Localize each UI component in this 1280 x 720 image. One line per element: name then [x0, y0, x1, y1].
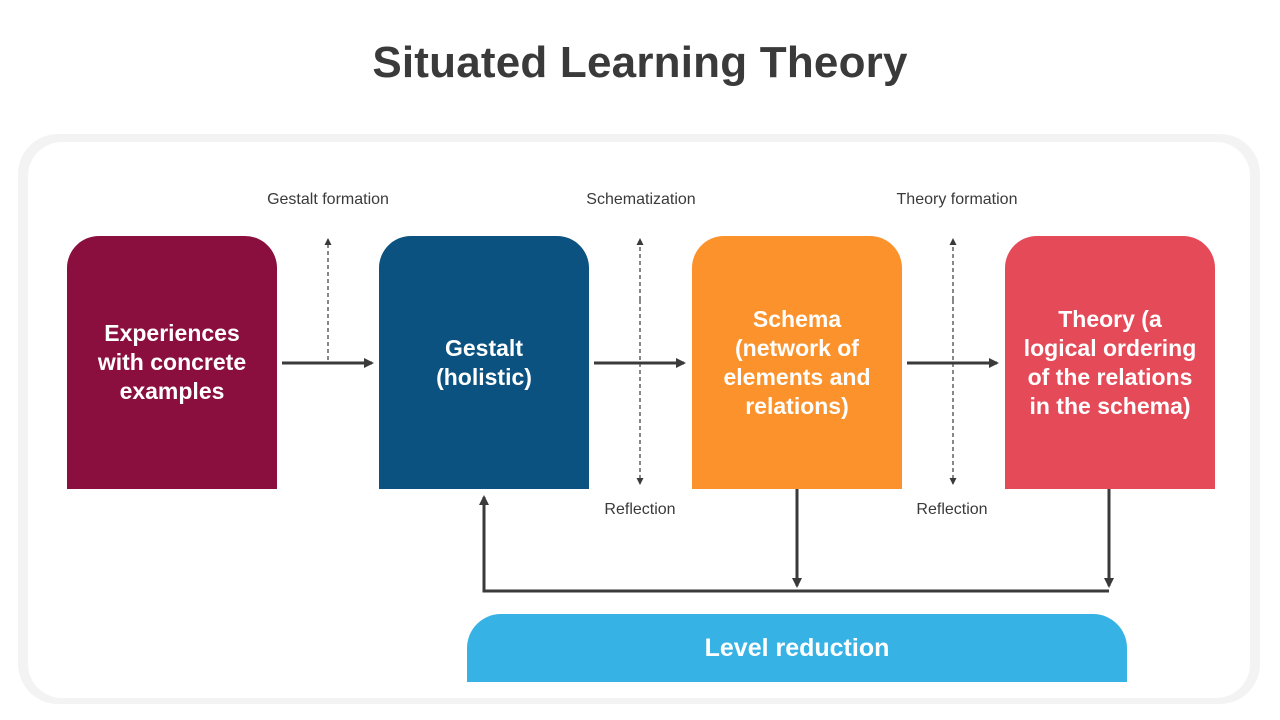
box-gestalt-label: Gestalt (holistic)	[436, 334, 532, 390]
label-gestalt-formation: Gestalt formation	[267, 191, 389, 208]
box-schema: Schema (network of elements and relation…	[692, 236, 902, 489]
page-title: Situated Learning Theory	[372, 38, 908, 87]
level-reduction-box: Level reduction	[467, 614, 1127, 682]
level-reduction-label: Level reduction	[704, 633, 890, 662]
box-gestalt: Gestalt (holistic)	[379, 236, 589, 489]
arrow-feedback-to-gestalt	[479, 495, 1109, 593]
box-theory: Theory (a logical ordering of the relati…	[1005, 236, 1215, 489]
label-schematization: Schematization	[586, 191, 696, 208]
box-theory-label: Theory (a logical ordering of the relati…	[1023, 305, 1197, 419]
box-schema-label: Schema (network of elements and relation…	[723, 305, 871, 419]
box-experiences: Experiences with concrete examples	[67, 236, 277, 489]
label-reflection-2: Reflection	[916, 501, 988, 518]
label-reflection-1: Reflection	[604, 501, 676, 518]
box-experiences-label: Experiences with concrete examples	[97, 320, 247, 404]
label-theory-formation: Theory formation	[896, 191, 1018, 208]
